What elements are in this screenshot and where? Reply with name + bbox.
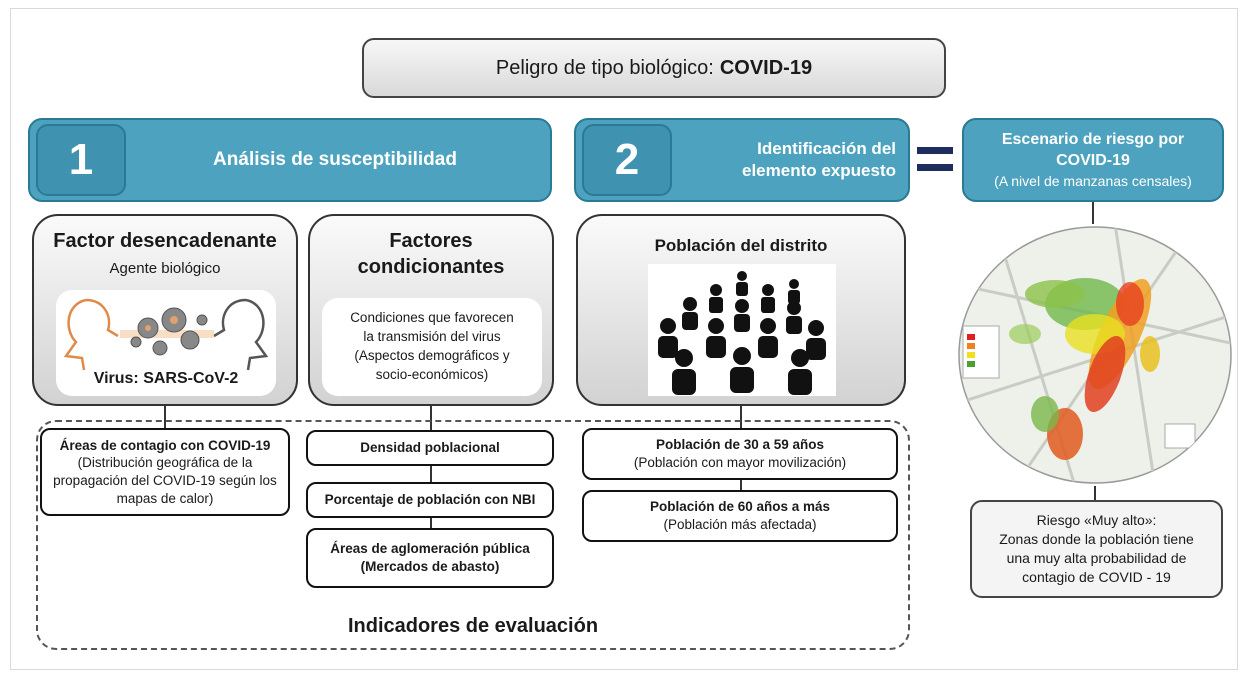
connector-conditioning [430, 406, 432, 430]
nbi-label: Porcentaje de población con NBI [324, 492, 536, 508]
risk-note-box: Riesgo «Muy alto»: Zonas donde la poblac… [970, 500, 1223, 598]
scenario-connector [1092, 202, 1094, 224]
pob30-desc: (Población con mayor movilización) [633, 455, 847, 470]
aglomeracion-line2: (Mercados de abasto) [360, 559, 500, 574]
risk-heat-map [955, 224, 1235, 486]
virus-spread-icon [63, 298, 269, 371]
trigger-factor-box: Factor desencadenante Agente biológico V… [32, 214, 298, 406]
indicator-population-30-59: Población de 30 a 59 años (Población con… [582, 428, 898, 480]
contagion-desc-line3: mapas de calor) [116, 490, 214, 506]
trigger-title: Factor desencadenante [53, 230, 277, 252]
indicator-population-60-plus: Población de 60 años a más (Población má… [582, 490, 898, 542]
conditioning-desc-line1: Condiciones que favorecen [350, 310, 514, 326]
indicators-label: Indicadores de evaluación [347, 615, 599, 637]
aglomeracion-line1: Áreas de aglomeración pública [330, 541, 530, 557]
title-prefix: Peligro de tipo biológico: [495, 56, 714, 79]
title-bold: COVID-19 [719, 56, 813, 79]
figure-frame [10, 8, 1238, 670]
conditioning-desc-line2: la transmisión del virus [363, 329, 501, 345]
virus-label: Virus: SARS-CoV-2 [93, 370, 239, 387]
population-box: Población del distrito [576, 214, 906, 406]
diagram-title: Peligro de tipo biológico: COVID-19 [362, 38, 946, 98]
risk-note-line1: Riesgo «Muy alto»: [1036, 512, 1157, 529]
pob30-title: Población de 30 a 59 años [655, 437, 825, 453]
risk-note-line2: Zonas donde la población tiene [999, 531, 1194, 548]
indicator-nbi: Porcentaje de población con NBI [306, 482, 554, 518]
trigger-subtitle: Agente biológico [109, 260, 221, 277]
indicators-region: Indicadores de evaluación [36, 420, 910, 650]
virus-illustration-panel: Virus: SARS-CoV-2 [56, 290, 276, 396]
population-title: Población del distrito [654, 236, 828, 255]
step2-label-line2: elemento expuesto [742, 161, 896, 180]
pob60-title: Población de 60 años a más [649, 499, 831, 515]
step1-number: 1 [36, 124, 126, 196]
scenario-line2: COVID-19 [1056, 151, 1130, 169]
step2-label: Identificación del elemento expuesto [676, 120, 896, 200]
conditioning-desc-line4: socio-económicos) [375, 366, 489, 382]
population-icon-panel [648, 264, 836, 396]
step2-number: 2 [582, 124, 672, 196]
scenario-line1: Escenario de riesgo por [1001, 131, 1185, 149]
indicator-contagion-areas: Áreas de contagio con COVID-19 (Distribu… [40, 428, 290, 516]
conditioning-description: Condiciones que favorecen la transmisión… [322, 298, 542, 396]
people-crowd-icon [658, 271, 826, 395]
contagion-title: Áreas de contagio con COVID-19 [59, 437, 271, 453]
contagion-desc-line2: propagación del COVID-19 según los [53, 473, 277, 488]
scenario-line3: (A nivel de manzanas censales) [994, 172, 1192, 189]
connector-trigger [164, 406, 166, 430]
pob60-desc: (Población más afectada) [663, 517, 817, 532]
densidad-label: Densidad poblacional [360, 440, 500, 456]
conditioning-title: Factores condicionantes [310, 228, 552, 280]
step1-label: Análisis de susceptibilidad [213, 149, 457, 170]
heat-map-image [958, 226, 1232, 484]
connector-nbi-aglomeracion [430, 518, 432, 530]
map-connector [1094, 486, 1096, 500]
conditioning-title-line1: Factores [389, 230, 473, 252]
equals-sign [917, 147, 953, 181]
scenario-bar: Escenario de riesgo por COVID-19 (A nive… [962, 118, 1224, 202]
conditioning-desc-line3: (Aspectos demográficos y [354, 348, 510, 363]
contagion-desc-line1: (Distribución geográfica de la [77, 455, 253, 471]
conditioning-title-line2: condicionantes [357, 256, 505, 278]
connector-population [740, 406, 742, 430]
risk-note-line4: contagio de COVID - 19 [1022, 568, 1171, 585]
step2-label-line1: Identificación del [757, 138, 896, 158]
step1-bar: 1 Análisis de susceptibilidad [28, 118, 552, 202]
step2-bar: 2 Identificación del elemento expuesto [574, 118, 910, 202]
connector-pob30-pob60 [740, 480, 742, 490]
risk-note-line3: una muy alta probabilidad de [1006, 550, 1187, 566]
indicator-public-crowding: Áreas de aglomeración pública (Mercados … [306, 528, 554, 588]
connector-densidad-nbi [430, 466, 432, 484]
indicator-population-density: Densidad poblacional [306, 430, 554, 466]
conditioning-factors-box: Factores condicionantes Condiciones que … [308, 214, 554, 406]
